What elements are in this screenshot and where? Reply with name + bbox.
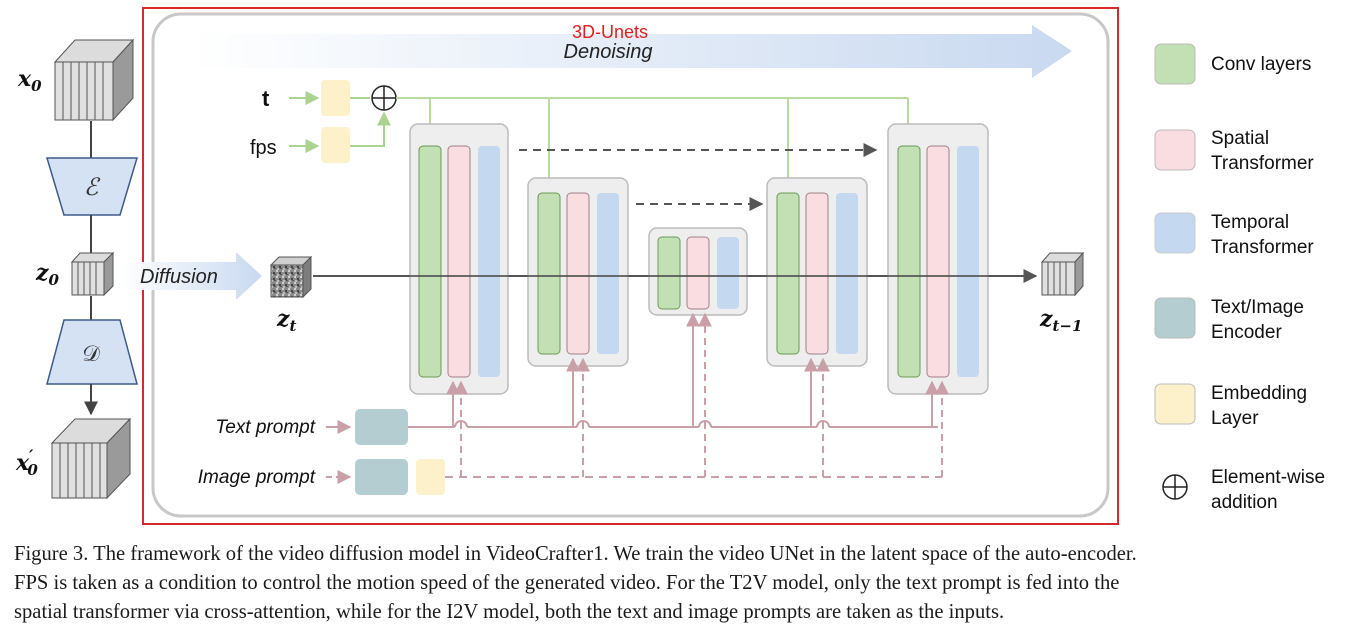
unet-block-2 (527, 177, 629, 367)
unet-block-1 (409, 123, 509, 395)
legend-swatch-encoder (1154, 297, 1196, 339)
spatial-transformer (566, 192, 590, 355)
temporal-transformer (836, 193, 858, 354)
framework-diagram: 3D-Unets Denoising x0 ℰ z0 𝒟 x′0 Diffusi… (15, 7, 1325, 525)
unet-block-4 (766, 177, 868, 367)
spatial-transformer (805, 192, 829, 355)
legend-swatch-conv (1154, 43, 1196, 85)
image-embedding (416, 459, 445, 495)
legend-add-icon (1162, 474, 1188, 500)
decoder-trapezoid (46, 319, 138, 385)
spatial-transformer (926, 145, 950, 378)
conv-layer (537, 192, 561, 355)
x0-stack (53, 38, 135, 122)
t-label: t (262, 86, 270, 111)
temporal-transformer (597, 193, 619, 354)
x0-prime-label: x′0 (15, 446, 38, 479)
add-icon (371, 85, 397, 111)
x0-label: x0 (17, 66, 42, 95)
temporal-transformer (957, 146, 979, 377)
encoder-trapezoid (45, 157, 139, 216)
fps-label: fps (250, 137, 277, 159)
legend-swatch-embedding (1154, 383, 1196, 425)
unet-block-3 (648, 227, 748, 316)
unet-title: 3D-Unets (572, 22, 648, 42)
text-encoder (355, 409, 408, 445)
image-prompt-label: Image prompt (198, 467, 316, 488)
conv-layer (657, 236, 681, 310)
text-prompt-label: Text prompt (215, 417, 315, 438)
temporal-transformer (478, 146, 500, 377)
z0-label: z0 (35, 260, 60, 289)
caption-line-3: spatial transformer via cross-attention,… (14, 601, 1005, 623)
conv-layer (418, 145, 442, 378)
denoising-arrow (190, 25, 1072, 78)
zt-label: zt (276, 306, 297, 335)
legend-swatch-spatial (1154, 129, 1196, 171)
caption-line-2: FPS is taken as a condition to control t… (14, 572, 1120, 594)
legend-label-conv: Conv layers (1211, 54, 1311, 75)
text-prompt-hops (454, 420, 830, 428)
diffusion-label: Diffusion (140, 266, 218, 288)
spatial-transformer (686, 236, 710, 310)
zt1-label: zt−1 (1039, 306, 1082, 335)
figure-caption: Figure 3. The framework of the video dif… (14, 540, 1334, 627)
fps-embedding (321, 127, 350, 163)
legend-swatch-temporal (1154, 212, 1196, 254)
zt-cube (269, 255, 313, 299)
image-encoder (355, 459, 408, 495)
spatial-transformer (447, 145, 471, 378)
caption-line-1: Figure 3. The framework of the video dif… (14, 543, 1137, 565)
decoder-symbol: 𝒟 (82, 341, 100, 366)
diffusion-arrow (120, 252, 262, 300)
temporal-transformer (717, 237, 739, 309)
encoder-symbol: ℰ (84, 174, 101, 201)
t-embedding (321, 80, 350, 116)
denoising-label: Denoising (564, 41, 653, 63)
fps-to-add-line (350, 111, 391, 147)
unet-block-5 (887, 123, 989, 395)
conv-layer (897, 145, 921, 378)
conv-layer (776, 192, 800, 355)
z0-cube (70, 251, 115, 297)
zt1-cube (1040, 251, 1085, 297)
x0-prime-stack (50, 417, 132, 500)
